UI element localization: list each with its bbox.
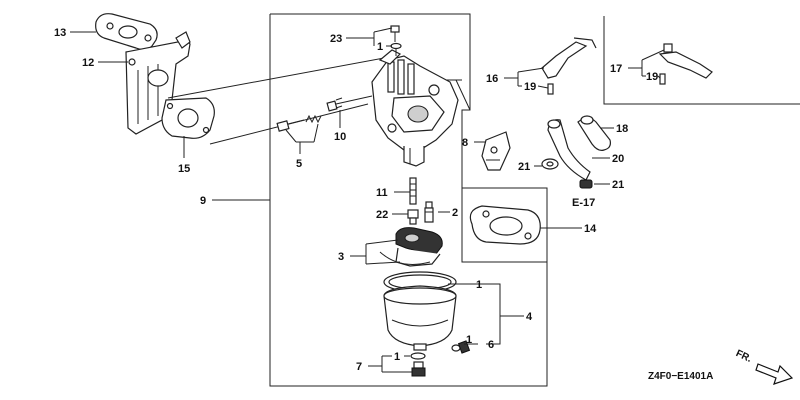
screw-5 [276,114,322,132]
tube-18 [577,115,611,151]
float-chamber-4 [383,271,457,351]
nozzle-11 [409,177,417,205]
callout-18: 18 [616,123,628,135]
callout-17: 17 [610,63,622,75]
front-direction-indicator: FR. [734,348,794,385]
callout-21-nut: 21 [518,161,530,173]
callout-2: 2 [452,207,458,219]
clip-21a [541,158,559,170]
callout-9: 9 [200,195,206,207]
jet-22 [407,209,419,225]
screw-10 [326,95,373,112]
callout-19-lever-16: 19 [524,81,536,93]
callout-6: 6 [488,339,494,351]
gasket-14 [469,205,541,245]
bracket-12 [125,31,191,135]
callout-1-bowl-gasket: 1 [476,279,482,291]
callout-7: 7 [356,361,362,373]
callout-15: 15 [178,163,190,175]
reference-box [461,188,547,263]
callout-8: 8 [462,137,468,149]
arrow-right-icon [755,363,794,385]
callout-19-lever-17: 19 [646,71,658,83]
callout-1-drain-washer: 1 [466,334,472,346]
float-valve-2 [424,201,434,223]
callout-23: 23 [330,33,342,45]
tube-20 [547,119,591,181]
clip-8 [481,131,511,171]
lever-17 [658,43,713,85]
callout-3: 3 [338,251,344,263]
callout-12: 12 [82,57,94,69]
callout-5: 5 [296,158,302,170]
direction-label: FR. [734,348,753,365]
callout-4: 4 [526,311,533,323]
callout-16: 16 [486,73,498,85]
float-3 [379,227,443,267]
callout-labels: 13 12 15 9 23 1 10 5 8 11 22 2 3 1 4 1 6… [54,27,658,373]
lever-subframe [603,16,800,105]
diagram-code: Z4F0−E1401A [648,371,713,382]
carburetor-body [371,49,459,167]
callout-14: 14 [584,223,597,235]
callout-leaders [70,27,665,373]
gasket-13 [95,13,158,51]
callout-13: 13 [54,27,66,39]
reference-e17: E-17 [572,197,595,209]
callout-22: 22 [376,209,388,221]
bolt-7 [410,352,426,377]
lever-16 [541,37,597,95]
callout-1-bolt-washer: 1 [394,351,400,363]
callout-11: 11 [376,187,388,199]
callout-10: 10 [334,131,346,143]
callout-1-washer-23: 1 [377,41,383,53]
callout-21-clip: 21 [612,179,624,191]
callout-20: 20 [612,153,624,165]
gasket-15 [161,97,215,139]
clip-21b [579,179,593,189]
